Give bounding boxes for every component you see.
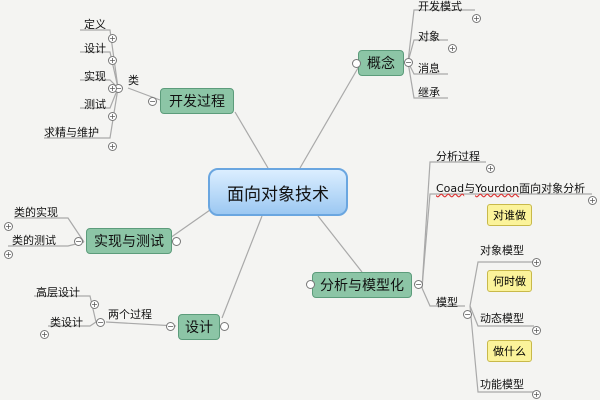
leaf-high-level-design[interactable]: 高层设计 [36, 286, 80, 299]
ooa-text: 面向对象分析 [519, 182, 586, 195]
connector-dot-icon [306, 280, 315, 289]
leaf-object-model[interactable]: 对象模型 [480, 244, 524, 257]
leaf-define[interactable]: 定义 [84, 18, 106, 31]
leaf-class-test[interactable]: 类的测试 [12, 234, 56, 247]
leaf-design[interactable]: 设计 [84, 42, 106, 55]
expand-icon[interactable]: + [4, 222, 13, 231]
expand-icon[interactable]: + [472, 14, 481, 23]
leaf-object[interactable]: 对象 [418, 30, 440, 43]
expand-icon[interactable]: + [40, 330, 49, 339]
expand-icon[interactable]: + [532, 390, 541, 399]
collapse-toggle-icon[interactable]: − [74, 237, 83, 246]
note-when[interactable]: 何时做 [487, 270, 532, 292]
collapse-toggle-icon[interactable]: − [148, 97, 157, 106]
expand-icon[interactable]: + [108, 112, 117, 121]
subtopic-two-processes[interactable]: 两个过程 [108, 308, 152, 321]
leaf-test[interactable]: 测试 [84, 98, 106, 111]
central-topic[interactable]: 面向对象技术 [208, 168, 348, 216]
leaf-coad-yourdon[interactable]: Coad与Yourdon面向对象分析 [436, 182, 585, 196]
topic-impl-test[interactable]: 实现与测试 [86, 228, 172, 254]
leaf-inherit[interactable]: 继承 [418, 86, 440, 99]
collapse-toggle-icon[interactable]: − [414, 280, 423, 289]
leaf-function-model[interactable]: 功能模型 [480, 378, 524, 391]
note-what[interactable]: 做什么 [487, 340, 532, 362]
collapse-toggle-icon[interactable]: − [463, 310, 472, 319]
expand-icon[interactable]: + [532, 326, 541, 335]
collapse-toggle-icon[interactable]: − [166, 322, 175, 331]
topic-concept[interactable]: 概念 [358, 50, 404, 76]
expand-icon[interactable]: + [486, 164, 495, 173]
expand-icon[interactable]: + [532, 258, 541, 267]
leaf-dev-mode[interactable]: 开发模式 [418, 0, 462, 13]
leaf-message[interactable]: 消息 [418, 62, 440, 75]
leaf-refine-maintain[interactable]: 求精与维护 [44, 126, 99, 139]
expand-icon[interactable]: + [588, 196, 597, 205]
note-for-whom[interactable]: 对谁做 [487, 204, 532, 226]
leaf-class-design[interactable]: 类设计 [50, 316, 83, 329]
topic-analysis-modeling[interactable]: 分析与模型化 [312, 272, 412, 298]
collapse-toggle-icon[interactable]: − [404, 58, 413, 67]
topic-dev-process[interactable]: 开发过程 [160, 88, 234, 114]
leaf-dynamic-model[interactable]: 动态模型 [480, 312, 524, 325]
and-text: 与 [464, 182, 476, 195]
expand-icon[interactable]: + [90, 300, 99, 309]
leaf-analysis-process[interactable]: 分析过程 [436, 150, 480, 163]
expand-icon[interactable]: + [108, 142, 117, 151]
subtopic-model[interactable]: 模型 [436, 296, 458, 309]
expand-icon[interactable]: + [108, 56, 117, 65]
coad-text: Coad [436, 182, 465, 195]
leaf-class-impl[interactable]: 类的实现 [14, 206, 58, 219]
collapse-toggle-icon[interactable]: − [96, 318, 105, 327]
connector-dot-icon [172, 237, 181, 246]
yourdon-text: Yourdon [475, 182, 520, 195]
expand-icon[interactable]: + [448, 44, 457, 53]
leaf-implement[interactable]: 实现 [84, 70, 106, 83]
connector-dot-icon [220, 322, 229, 331]
subtopic-class[interactable]: 类 [128, 74, 139, 87]
expand-icon[interactable]: + [108, 84, 117, 93]
expand-icon[interactable]: + [4, 250, 13, 259]
expand-icon[interactable]: + [108, 34, 117, 43]
connector-dot-icon [352, 59, 361, 68]
topic-design[interactable]: 设计 [178, 314, 220, 340]
